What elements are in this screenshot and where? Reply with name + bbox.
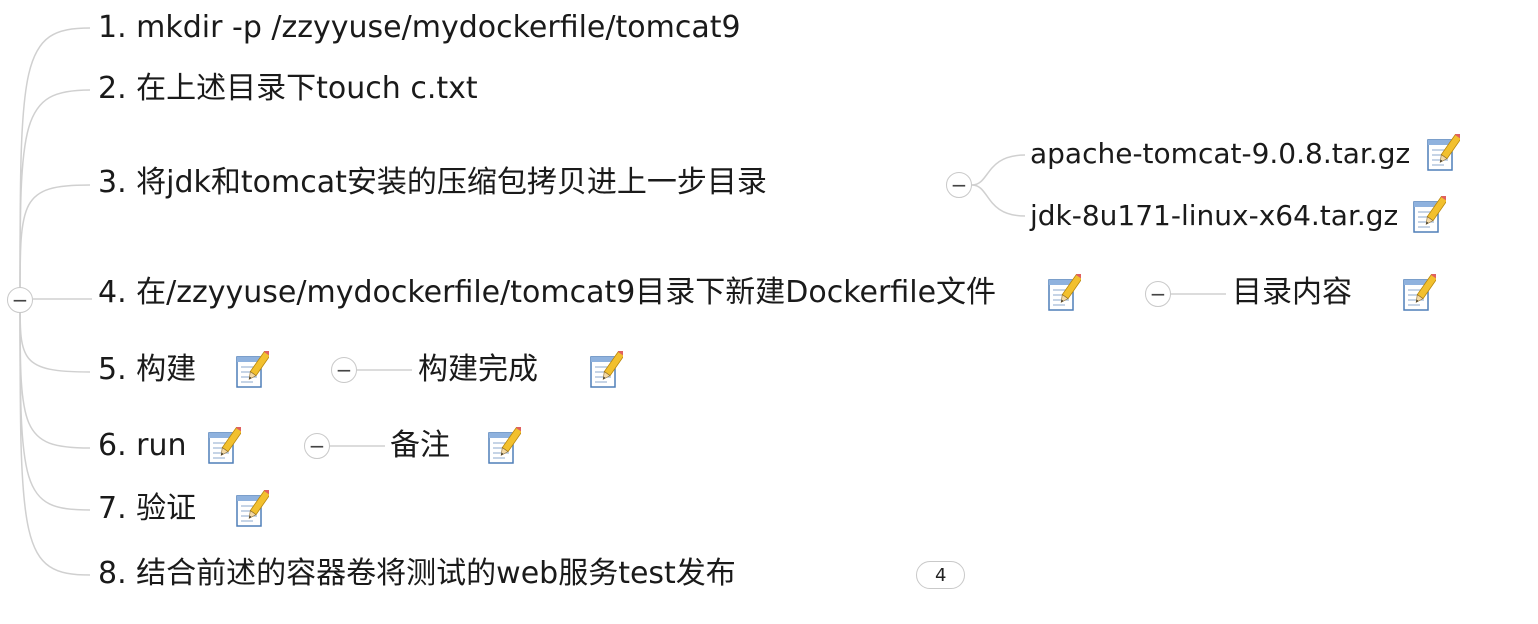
topic-item-6[interactable]: 6. run: [98, 431, 187, 461]
item3-child-jdk[interactable]: jdk-8u171-linux-x64.tar.gz: [1030, 202, 1398, 230]
topic-label: 1. mkdir -p /zzyyuse/mydockerfile/tomcat…: [98, 10, 741, 45]
note-pencil-graphic: [236, 490, 269, 527]
note-pencil-icon[interactable]: [235, 351, 269, 391]
topic-item-3[interactable]: 3. 将jdk和tomcat安装的压缩包拷贝进上一步目录: [98, 168, 767, 198]
item3-child-tomcat[interactable]: apache-tomcat-9.0.8.tar.gz: [1030, 140, 1410, 168]
topic-item-4[interactable]: 4. 在/zzyyuse/mydockerfile/tomcat9目录下新建Do…: [98, 278, 996, 308]
collapse-toggle-icon: −: [1149, 282, 1167, 306]
note-pencil-graphic: [236, 351, 269, 388]
topic-label: jdk-8u171-linux-x64.tar.gz: [1030, 199, 1399, 232]
note-pencil-icon[interactable]: [1402, 274, 1436, 314]
collapse-toggle-icon: −: [11, 288, 29, 312]
topic-label: 2. 在上述目录下touch c.txt: [98, 71, 478, 106]
connector-item3-child-2: [971, 184, 1026, 217]
item3-collapse-toggle[interactable]: −: [946, 172, 972, 198]
collapsed-children-count-badge[interactable]: 4: [916, 561, 966, 589]
topic-label: 5. 构建: [98, 352, 197, 387]
note-pencil-graphic: [1048, 274, 1081, 311]
note-pencil-icon[interactable]: [487, 427, 521, 467]
topic-item-1[interactable]: 1. mkdir -p /zzyyuse/mydockerfile/tomcat…: [98, 13, 741, 43]
topic-label: 目录内容: [1232, 275, 1352, 310]
topic-label: 构建完成: [418, 352, 538, 387]
connector-item-8: [19, 299, 91, 576]
connector-item-1: [19, 27, 91, 301]
note-pencil-icon[interactable]: [235, 490, 269, 530]
root-collapse-toggle[interactable]: −: [7, 287, 33, 313]
collapse-toggle-icon: −: [335, 358, 353, 382]
topic-label: 3. 将jdk和tomcat安装的压缩包拷贝进上一步目录: [98, 165, 767, 200]
item4-collapse-toggle[interactable]: −: [1145, 281, 1171, 307]
topic-label: 7. 验证: [98, 491, 197, 526]
note-pencil-graphic: [590, 351, 623, 388]
connector-item-5: [19, 299, 91, 373]
note-pencil-icon[interactable]: [1426, 134, 1460, 174]
connector-item-2: [19, 89, 91, 301]
item6-collapse-toggle[interactable]: −: [304, 433, 330, 459]
topic-label: 8. 结合前述的容器卷将测试的web服务test发布: [98, 556, 736, 591]
topic-item-5[interactable]: 5. 构建: [98, 355, 196, 385]
connector-item3-child-1: [971, 154, 1026, 186]
item4-child-dir-content[interactable]: 目录内容: [1232, 278, 1352, 308]
note-pencil-icon[interactable]: [207, 427, 241, 467]
item5-collapse-toggle[interactable]: −: [331, 357, 357, 383]
note-pencil-icon[interactable]: [1047, 274, 1081, 314]
topic-item-8[interactable]: 8. 结合前述的容器卷将测试的web服务test发布: [98, 559, 736, 589]
hidden-count: 4: [935, 564, 947, 586]
item5-child-build-done[interactable]: 构建完成: [418, 355, 538, 385]
topic-label: 备注: [390, 428, 450, 463]
note-pencil-graphic: [488, 427, 521, 464]
note-pencil-icon[interactable]: [1412, 196, 1446, 236]
topic-label: 6. run: [98, 428, 187, 463]
note-pencil-graphic: [1427, 134, 1460, 171]
item6-child-remark[interactable]: 备注: [390, 431, 450, 461]
connector-item-7: [19, 299, 91, 511]
connector-item-6: [19, 299, 91, 449]
note-pencil-icon[interactable]: [589, 351, 623, 391]
topic-label: apache-tomcat-9.0.8.tar.gz: [1030, 137, 1411, 170]
collapse-toggle-icon: −: [950, 173, 968, 197]
note-pencil-graphic: [1403, 274, 1436, 311]
note-pencil-graphic: [208, 427, 241, 464]
note-pencil-graphic: [1413, 196, 1446, 233]
topic-item-2[interactable]: 2. 在上述目录下touch c.txt: [98, 74, 478, 104]
topic-item-7[interactable]: 7. 验证: [98, 494, 196, 524]
connector-item-3: [19, 184, 91, 301]
topic-label: 4. 在/zzyyuse/mydockerfile/tomcat9目录下新建Do…: [98, 275, 997, 310]
collapse-toggle-icon: −: [308, 434, 326, 458]
